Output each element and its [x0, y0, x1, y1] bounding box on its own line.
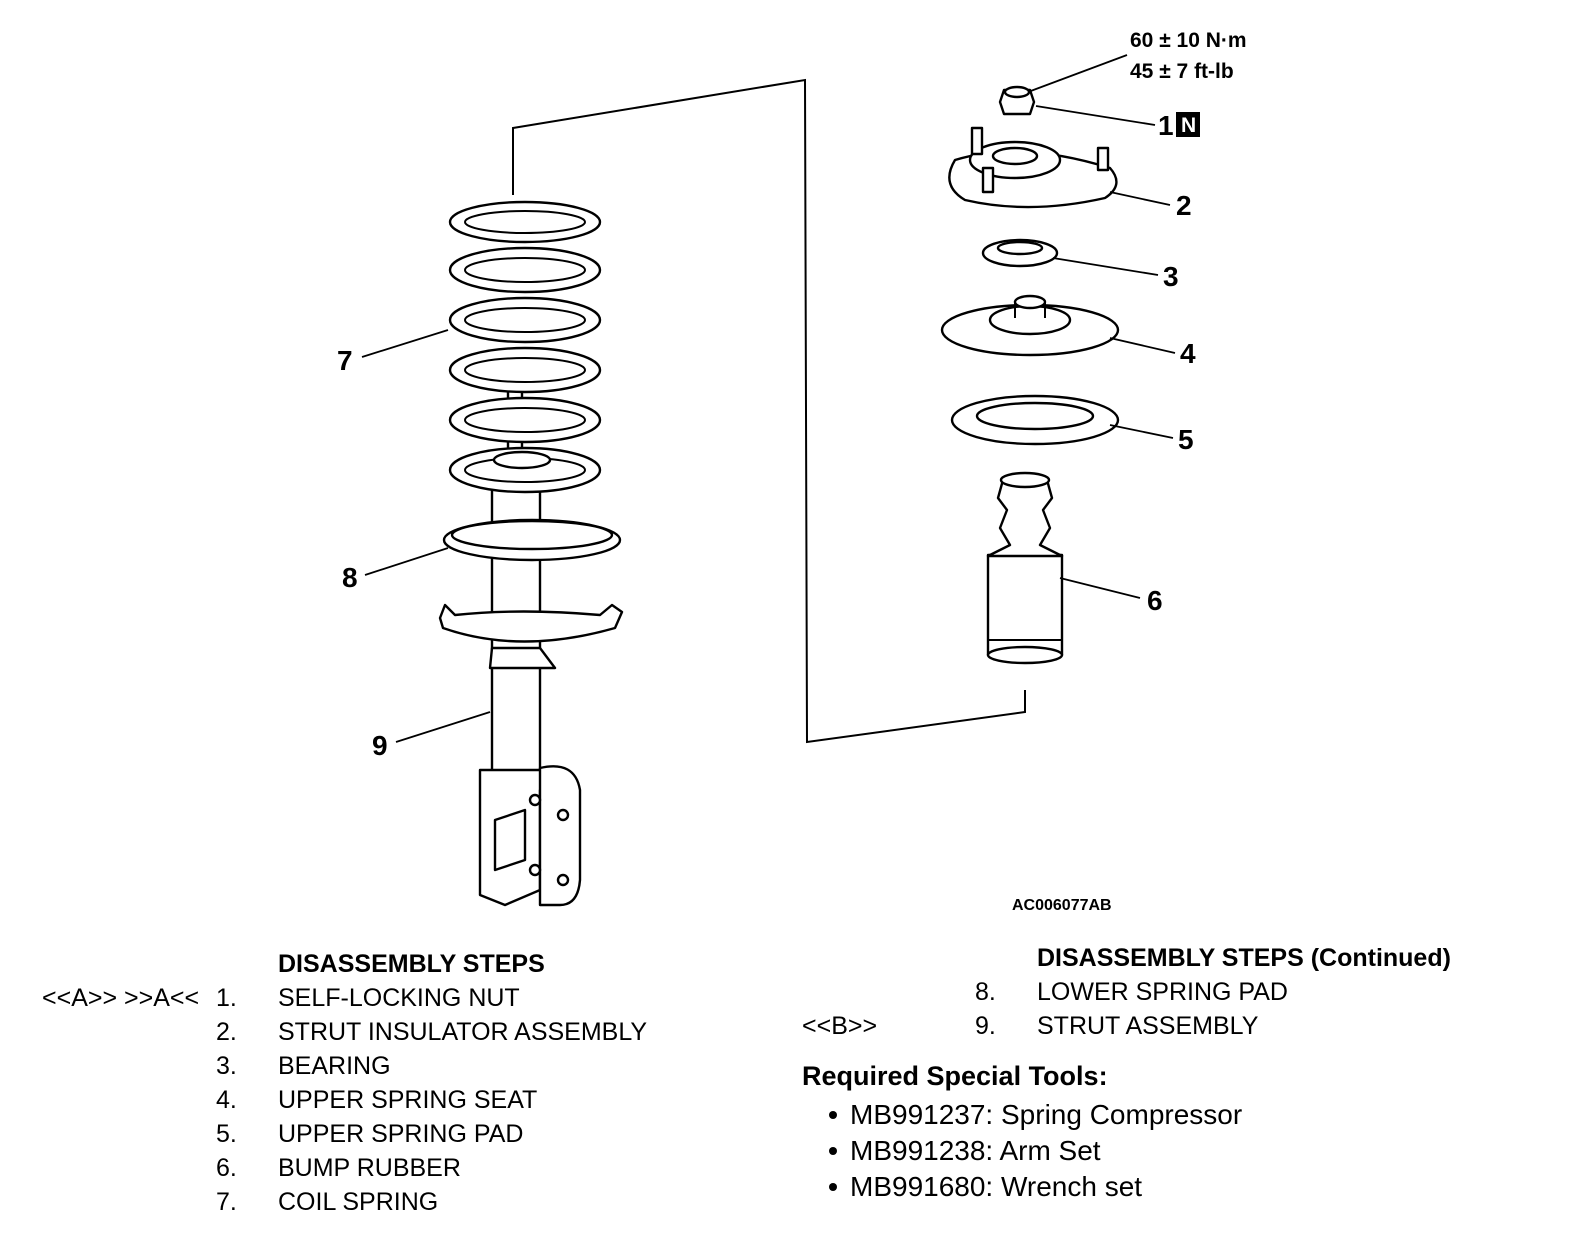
step-number: 4. — [216, 1086, 237, 1114]
assembly-path-line — [512, 78, 1026, 744]
step-label: UPPER SPRING PAD — [278, 1120, 524, 1148]
step-number: 2. — [216, 1018, 237, 1046]
step-label: STRUT INSULATOR ASSEMBLY — [278, 1018, 648, 1046]
bump-rubber — [986, 471, 1064, 665]
callout-9: 9 — [372, 730, 388, 761]
step-number: 9. — [975, 1012, 996, 1040]
callout-2: 2 — [1176, 190, 1192, 221]
strut-insulator-assembly — [948, 126, 1118, 209]
tool-item: MB991238: Arm Set — [850, 1135, 1101, 1166]
callout-7: 7 — [337, 345, 353, 376]
step-number: 6. — [216, 1154, 237, 1182]
upper-spring-pad — [950, 394, 1120, 446]
step-marker: <<A>> >>A<< — [42, 984, 200, 1012]
torque-spec-ftlb: 45 ± 7 ft-lb — [1130, 60, 1234, 83]
step-number: 3. — [216, 1052, 237, 1080]
tool-item: MB991237: Spring Compressor — [850, 1099, 1243, 1130]
callout-5: 5 — [1178, 424, 1194, 455]
callout-6: 6 — [1147, 585, 1163, 616]
special-tools-heading: Required Special Tools: — [802, 1061, 1108, 1091]
callout-4: 4 — [1180, 338, 1196, 369]
step-number: 5. — [216, 1120, 237, 1148]
new-part-badge-letter: N — [1181, 114, 1196, 137]
step-label: STRUT ASSEMBLY — [1037, 1012, 1259, 1040]
step-label: UPPER SPRING SEAT — [278, 1086, 538, 1114]
step-number: 8. — [975, 978, 996, 1006]
step-label: BUMP RUBBER — [278, 1154, 461, 1182]
self-locking-nut — [998, 85, 1036, 116]
step-label: LOWER SPRING PAD — [1037, 978, 1288, 1006]
bearing — [981, 238, 1059, 268]
exploded-view-diagram: 60 ± 10 N·m 45 ± 7 ft-lb 1 N 2 3 4 5 6 7… — [337, 29, 1247, 914]
step-number: 7. — [216, 1188, 237, 1216]
bullet-icon — [829, 1147, 837, 1155]
coil-spring — [448, 200, 602, 494]
tool-item: MB991680: Wrench set — [850, 1171, 1143, 1202]
bullet-icon — [829, 1183, 837, 1191]
step-label: BEARING — [278, 1052, 391, 1080]
step-marker: <<B>> — [802, 1012, 878, 1040]
bullet-icon — [829, 1111, 837, 1119]
step-label: SELF-LOCKING NUT — [278, 984, 520, 1012]
new-part-badge — [1176, 112, 1200, 137]
steps-heading: DISASSEMBLY STEPS — [278, 950, 545, 978]
callout-8: 8 — [342, 562, 358, 593]
upper-spring-seat — [940, 294, 1120, 357]
figure-id: AC006077AB — [1012, 897, 1112, 914]
callout-labels: 2 3 4 5 6 7 8 9 — [337, 190, 1196, 761]
torque-leader-line — [1027, 54, 1128, 93]
step-label: COIL SPRING — [278, 1188, 439, 1216]
steps-continued-heading: DISASSEMBLY STEPS (Continued) — [1037, 944, 1451, 972]
callout-1: 1 — [1158, 110, 1174, 141]
torque-spec-nm: 60 ± 10 N·m — [1130, 29, 1247, 52]
step-number: 1. — [216, 984, 237, 1012]
callout-3: 3 — [1163, 261, 1179, 292]
lower-spring-pad — [442, 518, 622, 562]
